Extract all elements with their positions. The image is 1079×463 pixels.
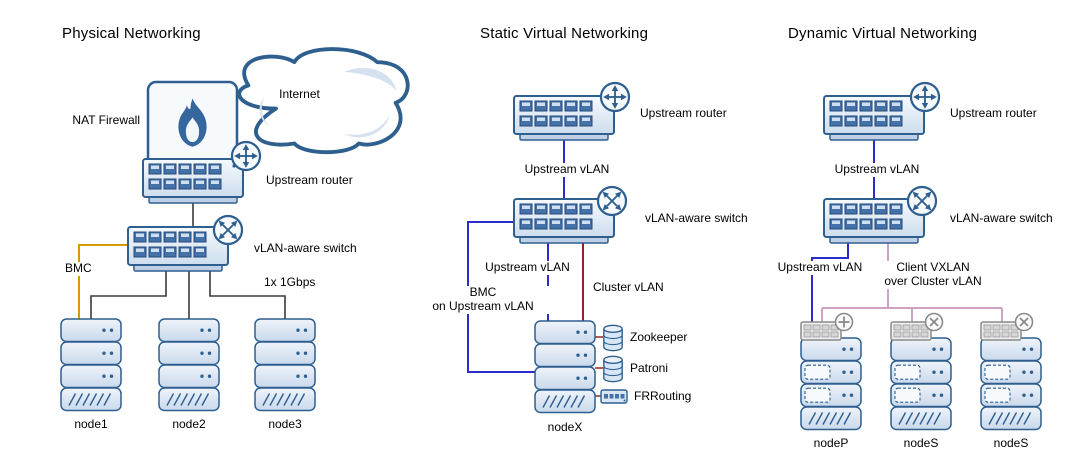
cluster-vlan-label: Cluster vLAN <box>590 280 667 295</box>
nat-firewall-box <box>146 80 239 169</box>
patroni-label: Patroni <box>630 361 669 375</box>
link-dynamic-switch-to-nodep <box>811 243 849 334</box>
node1-label: node1 <box>74 417 108 431</box>
virtual-switch-nic-icon <box>980 312 1034 341</box>
frrouting-icon <box>600 389 628 404</box>
bmc-note-label: BMC on Upstream vLAN <box>413 285 553 314</box>
frrouting-label: FRRouting <box>634 389 692 403</box>
vlan-switch-label: vLAN-aware switch <box>645 211 748 225</box>
bmc-label: BMC <box>62 261 95 276</box>
link-bmc-to-node1 <box>78 244 128 319</box>
router-icon <box>599 81 631 113</box>
upstream-router-label: Upstream router <box>640 106 727 120</box>
zookeeper-label: Zookeeper <box>630 330 688 344</box>
router-icon <box>909 81 941 113</box>
bandwidth-label: 1x 1Gbps <box>264 275 316 289</box>
vlan-switch-label: vLAN-aware switch <box>254 241 357 255</box>
vxlan-note-label: Client VXLAN over Cluster vLAN <box>868 260 998 289</box>
nodes1-label: nodeS <box>903 436 939 450</box>
switch-icon <box>906 185 938 217</box>
dynamic-upstream-router-device <box>823 95 925 141</box>
nodes2-label: nodeS <box>993 436 1029 450</box>
zookeeper-database-icon <box>603 324 623 352</box>
router-icon <box>230 140 262 172</box>
upstream-vlan-label: Upstream vLAN <box>477 260 578 275</box>
server-node1 <box>60 318 122 412</box>
patroni-database-icon <box>603 355 623 383</box>
link-switch-to-node1 <box>90 271 167 319</box>
switch-icon <box>212 214 244 246</box>
physical-upstream-router-device <box>142 158 244 204</box>
cluster-vlan-links <box>582 243 603 397</box>
upstream-router-label: Upstream router <box>266 173 353 187</box>
link-switch-to-node3 <box>209 271 286 319</box>
server-nodes-2 <box>981 338 1041 430</box>
bmc-links <box>78 244 128 319</box>
upstream-vlan-label: Upstream vLAN <box>824 162 930 177</box>
server-node3 <box>254 318 316 412</box>
nat-firewall-label: NAT Firewall <box>72 113 140 127</box>
node2-label: node2 <box>172 417 206 431</box>
upstream-vlan-label: Upstream vLAN <box>767 260 873 275</box>
physical-vlan-switch-device <box>127 226 229 272</box>
server-nodes-1 <box>891 338 951 430</box>
switch-icon <box>596 185 628 217</box>
section-title-physical: Physical Networking <box>62 25 201 42</box>
nodep-label: nodeP <box>813 436 849 450</box>
vlan-switch-label: vLAN-aware switch <box>950 211 1053 225</box>
server-node2 <box>158 318 220 412</box>
physical-links <box>90 203 286 319</box>
node3-label: node3 <box>268 417 302 431</box>
internet-label: Internet <box>279 87 320 101</box>
section-title-dynamic-virtual: Dynamic Virtual Networking <box>788 25 978 42</box>
section-title-static-virtual: Static Virtual Networking <box>480 25 649 42</box>
upstream-router-label: Upstream router <box>950 106 1037 120</box>
server-nodex <box>534 320 596 414</box>
nodex-label: nodeX <box>547 420 583 434</box>
virtual-router-nic-icon <box>800 312 854 341</box>
upstream-vlan-label: Upstream vLAN <box>514 162 620 177</box>
static-upstream-router-device <box>513 95 615 141</box>
virtual-switch-nic-icon <box>890 312 944 341</box>
server-nodep <box>801 338 861 430</box>
